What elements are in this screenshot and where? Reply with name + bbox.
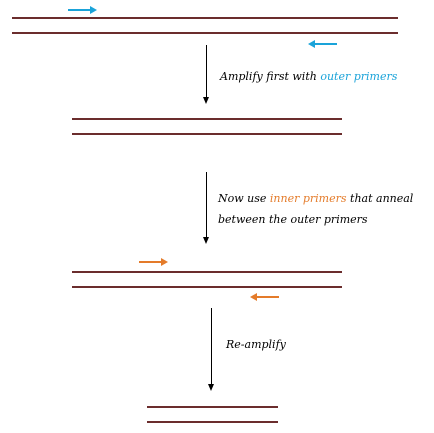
step2-text-after: that anneal xyxy=(346,192,414,205)
outer-product-strand-bottom xyxy=(72,133,342,135)
inner-forward-primer-arrow-icon xyxy=(139,258,168,266)
outer-reverse-primer-arrow-icon xyxy=(308,40,337,48)
step-arrow-1-head-icon xyxy=(203,97,209,104)
step2-text-before: Now use xyxy=(218,192,270,205)
outer-product-strand-top xyxy=(72,118,342,120)
step-arrow-2-head-icon xyxy=(203,237,209,244)
step1-caption: Amplify first with outer primers xyxy=(220,66,397,88)
step-arrow-3-head-icon xyxy=(208,384,214,391)
step-arrow-1-shaft xyxy=(206,45,207,98)
inner-stage-strand-top xyxy=(72,271,342,273)
inner-reverse-primer-arrow-icon xyxy=(250,293,279,301)
outer-forward-primer-arrow-icon xyxy=(68,6,97,14)
inner-stage-strand-bottom xyxy=(72,286,342,288)
step2-inner-primers-highlight: inner primers xyxy=(269,192,347,205)
template-strand-top xyxy=(12,17,398,19)
nested-product-strand-bottom xyxy=(147,421,278,423)
step2-caption-line1: Now use inner primers that anneal xyxy=(218,188,413,210)
nested-product-strand-top xyxy=(147,406,278,408)
template-strand-bottom xyxy=(12,32,398,34)
step1-text-before: Amplify first with xyxy=(220,70,321,83)
step-arrow-3-shaft xyxy=(211,308,212,385)
step2-caption-line2: between the outer primers xyxy=(218,213,368,226)
step3-caption: Re-amplify xyxy=(226,338,286,351)
step1-outer-primers-highlight: outer primers xyxy=(320,70,398,83)
step-arrow-2-shaft xyxy=(206,172,207,238)
